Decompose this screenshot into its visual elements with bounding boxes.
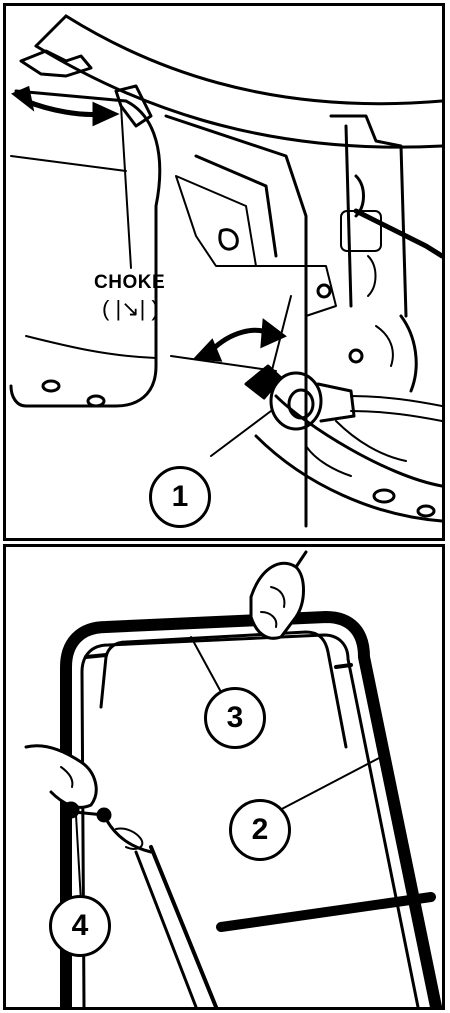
handle-illustration-panel: 3 2 4 [3,544,445,1010]
engine-choke-illustration-panel: CHOKE ( |↘| ) 1 [3,3,445,541]
choke-symbol: ( |↘| ) [102,296,159,321]
engine-line-drawing [9,14,442,528]
choke-label: CHOKE [94,272,166,293]
callout-2: 2 [229,799,291,861]
handle-line-drawing [24,550,442,1007]
callout-1: 1 [149,466,211,528]
callout-4: 4 [49,895,111,957]
callout-3: 3 [204,687,266,749]
